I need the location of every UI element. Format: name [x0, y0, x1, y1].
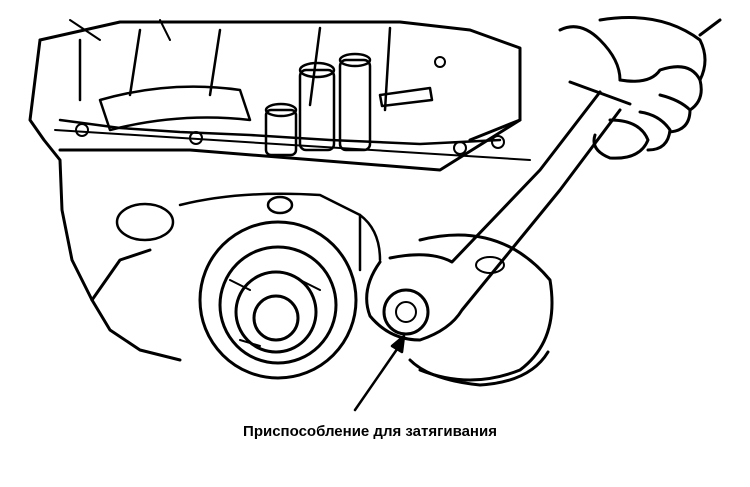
output-bearing-cover: [198, 220, 358, 380]
lower-body: [115, 192, 382, 272]
wrench: [365, 80, 632, 342]
adapter-ring: [408, 233, 554, 387]
hand: [558, 16, 722, 160]
frame-bolts: [75, 56, 505, 155]
leader-arrow: [353, 334, 406, 412]
figure-caption: Приспособление для затягивания: [243, 423, 497, 440]
shift-rails: [98, 52, 434, 157]
gearbox-housing: [28, 19, 531, 362]
